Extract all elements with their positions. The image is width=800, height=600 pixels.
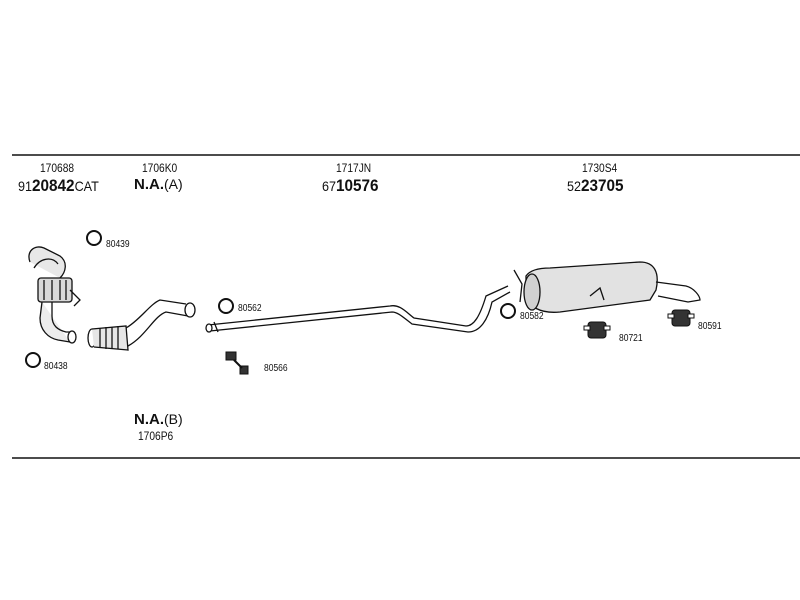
part-number-catalytic-converter: 9120842CAT [18,176,99,195]
not-available-label-a: N.A.(A) [134,176,183,193]
part-number-rear-silencer: 5223705 [567,176,624,195]
callout-80566: 80566 [264,363,288,374]
middle-pipe-part [205,285,511,333]
callout-80562: 80562 [238,303,262,314]
callout-80439: 80439 [106,239,130,250]
part-code-1717jn: 1717JN [336,161,372,175]
clamp-80582 [500,303,516,319]
callout-80582: 80582 [520,311,544,322]
bracket-80566 [225,351,249,375]
part-code-1706p6: 1706P6 [138,429,174,443]
clamp-80439 [86,230,102,246]
clamp-80562 [218,298,234,314]
part-code-1730s4: 1730S4 [582,161,618,175]
part-code-1706k0: 1706K0 [142,161,178,175]
rubber-hanger-80721 [583,321,611,339]
rubber-hanger-80591 [667,309,695,327]
part-number-middle-pipe: 6710576 [322,176,379,195]
not-available-label-b: N.A.(B) [134,411,183,428]
callout-80721: 80721 [619,333,643,344]
callout-80438: 80438 [44,361,68,372]
catalytic-converter-part [28,246,81,344]
part-code-170688: 170688 [40,161,75,175]
front-pipe-part [87,299,196,351]
rear-silencer-part [513,261,701,313]
clamp-80438 [25,352,41,368]
callout-80591: 80591 [698,321,722,332]
